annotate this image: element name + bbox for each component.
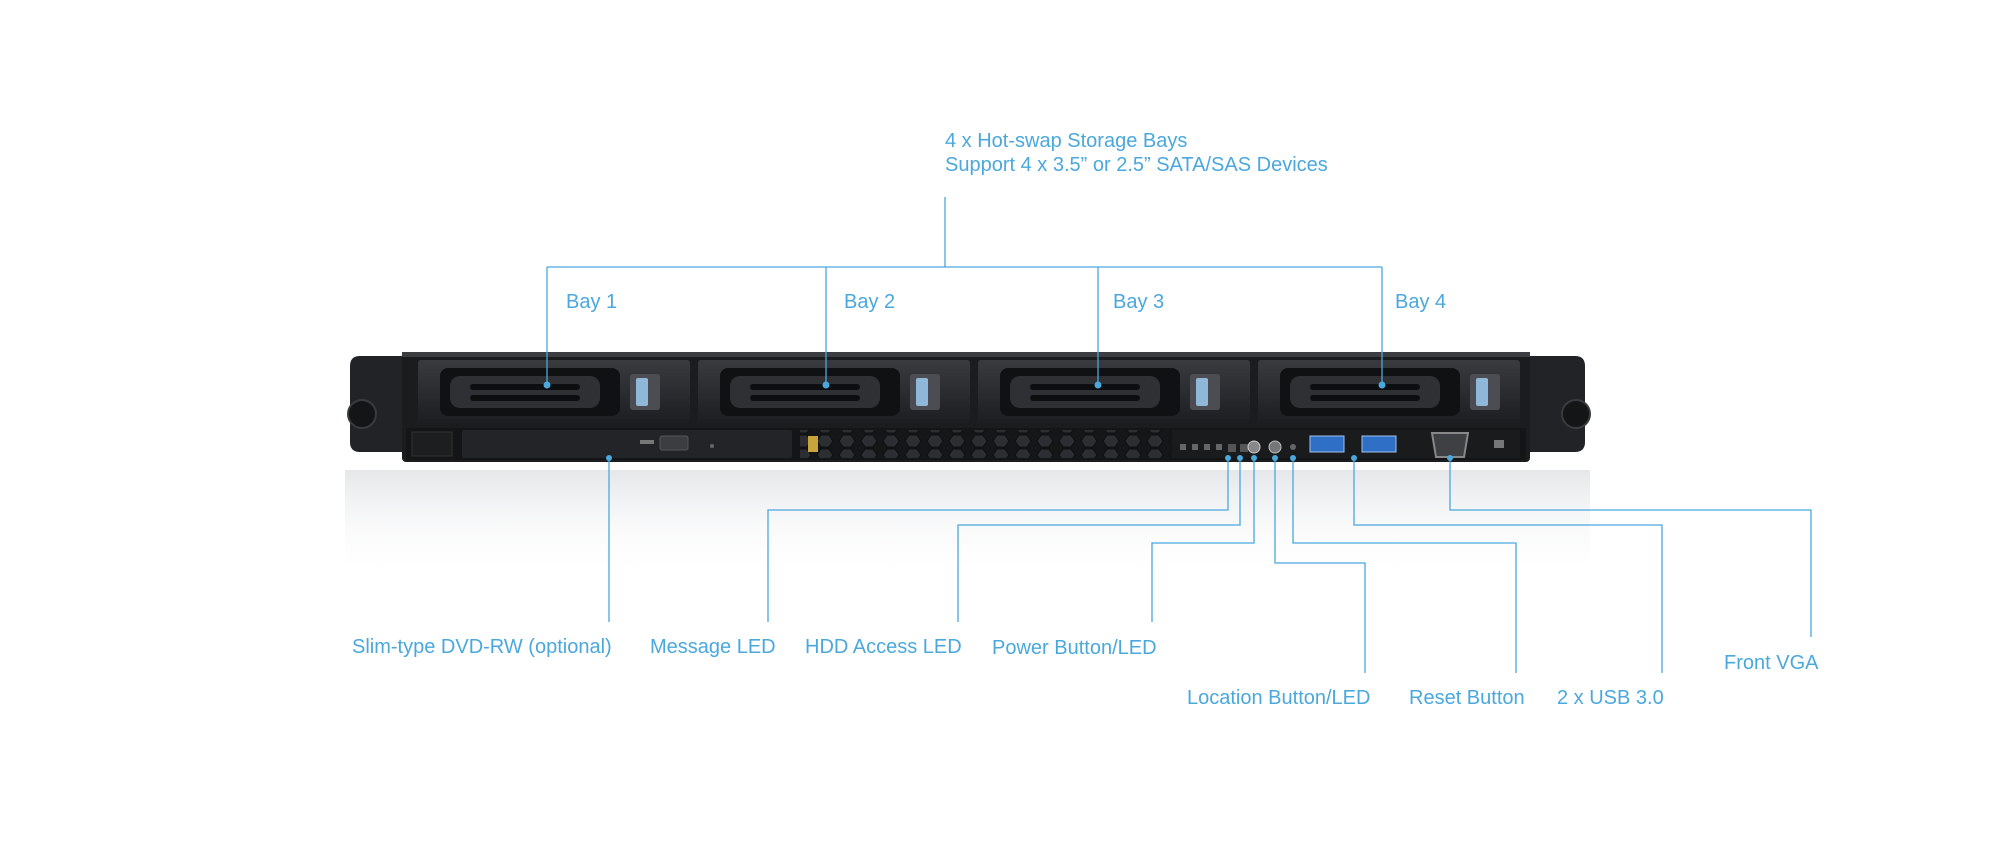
bay-tray-2: [698, 360, 970, 424]
bay-2-label: Bay 2: [844, 291, 896, 313]
usb-anchor-dot: [1351, 455, 1357, 461]
vga-port: [1430, 432, 1470, 458]
dvd-drive: [462, 430, 792, 458]
hex-vent-grille: [800, 430, 1170, 458]
right-rack-ear: [1530, 356, 1591, 452]
left-rack-ear: [347, 356, 405, 452]
vga-anchor-dot: [1447, 455, 1453, 461]
usb-leader-line: [1353, 458, 1663, 673]
hdd-led-leader-line: [957, 458, 1241, 622]
location-leader-line: [1274, 458, 1366, 673]
message-led-label: Message LED: [650, 636, 776, 658]
bay1-anchor-dot: [543, 381, 551, 389]
location-anchor-dot: [1272, 455, 1278, 461]
bay3-anchor-dot: [1094, 381, 1102, 389]
bay-tray-4: [1258, 360, 1520, 424]
bay-4-label: Bay 4: [1395, 291, 1447, 313]
front-panel-controls: [1172, 430, 1520, 458]
storage-heading-line1: 4 x Hot-swap Storage Bays: [945, 130, 1188, 152]
message-led-anchor-dot: [1225, 455, 1231, 461]
dvd-anchor-dot: [606, 455, 612, 461]
location-label: Location Button/LED: [1187, 687, 1371, 709]
vga-leader-line: [1449, 458, 1812, 637]
dvd-label: Slim-type DVD-RW (optional): [352, 636, 612, 658]
bay2-anchor-dot: [822, 381, 830, 389]
bay-1-label: Bay 1: [566, 291, 618, 313]
reset-leader-line: [1292, 458, 1517, 673]
vga-label: Front VGA: [1724, 652, 1819, 674]
reset-anchor-dot: [1290, 455, 1296, 461]
bay-tray-1: [418, 360, 690, 424]
power-anchor-dot: [1251, 455, 1257, 461]
storage-heading-line2: Support 4 x 3.5” or 2.5” SATA/SAS Device…: [945, 154, 1328, 176]
power-label: Power Button/LED: [992, 637, 1157, 659]
hdd-led-label: HDD Access LED: [805, 636, 962, 658]
message-led-leader-line: [767, 458, 1229, 622]
hdd-led-anchor-dot: [1237, 455, 1243, 461]
bay4-anchor-dot: [1378, 381, 1386, 389]
power-leader-line: [1151, 458, 1255, 622]
bay-tray-3: [978, 360, 1250, 424]
usb-label: 2 x USB 3.0: [1557, 687, 1664, 709]
usb-port-2: [1361, 435, 1397, 453]
usb-port-1: [1309, 435, 1345, 453]
reset-label: Reset Button: [1409, 687, 1525, 709]
bay-3-label: Bay 3: [1113, 291, 1165, 313]
